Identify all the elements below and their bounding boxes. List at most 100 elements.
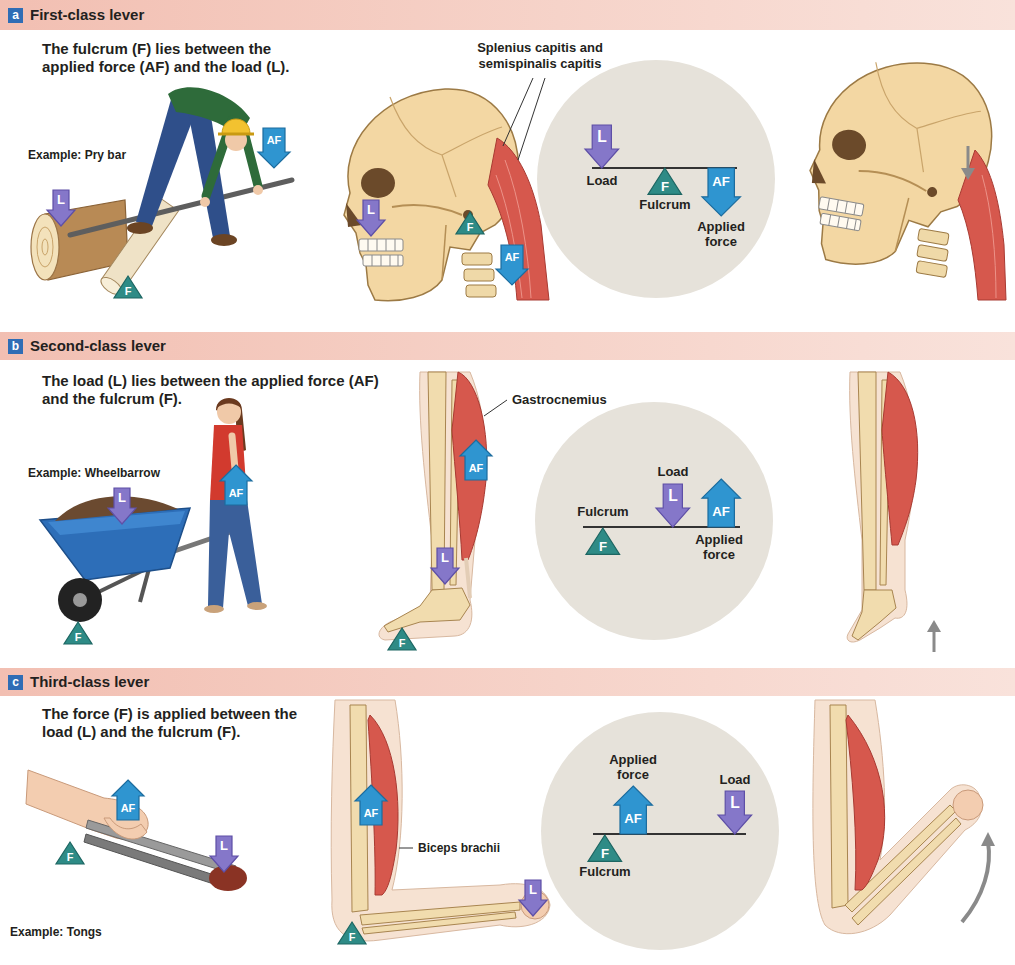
fulcrum-triangle-outline — [114, 276, 142, 298]
circle-label-slot: Fulcrum — [630, 197, 700, 212]
applied-force-arrow: AF — [355, 785, 387, 825]
circle-label-slot: Applied force — [691, 532, 747, 562]
fulcrum-triangle: F — [648, 168, 682, 194]
flexed-arm-part — [962, 842, 989, 922]
marker-letter: F — [586, 539, 620, 554]
applied-force-arrow: AF — [614, 786, 652, 834]
applied-force-arrow: AF — [220, 465, 252, 505]
section-letter: a — [8, 8, 23, 23]
tiptoe-leg-part — [882, 372, 918, 545]
pry-bar-scene-part — [127, 222, 153, 234]
load-arrow-outline — [656, 484, 690, 527]
marker-letter: L — [216, 836, 232, 856]
fulcrum-triangle: F — [56, 842, 84, 864]
label-slot: The load (L) lies between the applied fo… — [42, 372, 392, 408]
flexed-arm-part — [830, 705, 848, 908]
figure-label: Example: Tongs — [10, 925, 102, 940]
pry-bar-scene-part — [211, 234, 237, 246]
circle-shape — [535, 402, 773, 640]
load-arrow-outline — [357, 200, 385, 236]
label-slot: Example: Tongs — [10, 925, 102, 940]
figure-label: Biceps brachii — [418, 841, 500, 856]
circle-label-slot: Applied force — [693, 219, 749, 249]
section-header: Second-class leverb — [0, 332, 1015, 360]
circle-shape — [541, 712, 779, 950]
calf-lever-leg-part — [384, 588, 470, 632]
circle-label: Load — [645, 464, 701, 479]
load-arrow-outline — [47, 190, 75, 226]
tiptoe-leg-part — [858, 372, 876, 590]
figure-label: Example: Pry bar — [28, 148, 126, 163]
load-arrow: L — [718, 791, 752, 834]
lever-beam — [593, 833, 746, 835]
pry-bar-scene-part — [200, 197, 210, 207]
label-slot: Example: Wheelbarrow — [28, 466, 160, 481]
tiptoe-leg-part — [852, 590, 896, 640]
marker-letter: AF — [360, 801, 382, 825]
neck-extension-skull-part — [982, 175, 996, 298]
neck-lever-skull-part — [503, 78, 545, 160]
load-arrow-outline — [718, 791, 752, 834]
marker-letter: L — [53, 190, 69, 210]
marker-letter: L — [725, 791, 744, 815]
applied-force-arrow-outline — [614, 786, 652, 834]
applied-force-arrow-outline — [702, 168, 740, 216]
muscle-label: Splenius capitis and semispinalis capiti… — [465, 40, 615, 72]
circle-label-slot: Fulcrum — [570, 864, 640, 879]
section-title: Third-class lever — [0, 668, 1015, 696]
load-arrow: L — [108, 488, 136, 524]
pry-bar-scene-part — [253, 185, 263, 195]
lever-model-circle: LoadFulcrumApplied forceLFAF — [537, 60, 775, 298]
neck-extension-skull — [795, 46, 1006, 300]
fulcrum-triangle-outline — [338, 922, 366, 944]
load-arrow: L — [47, 190, 75, 226]
marker-letter: AF — [225, 481, 247, 505]
calf-lever-leg-part — [466, 558, 470, 598]
fulcrum-triangle-outline — [388, 628, 416, 650]
applied-force-arrow-outline — [355, 785, 387, 825]
wheelbarrow-scene-part — [73, 593, 87, 607]
neck-extension-skull-part — [967, 146, 970, 170]
wheelbarrow-scene — [40, 398, 267, 622]
tiptoe-leg — [847, 372, 941, 652]
fulcrum-triangle-outline — [56, 842, 84, 864]
neck-lever-skull — [344, 78, 549, 301]
marker-letter: L — [363, 200, 379, 220]
circle-label: Fulcrum — [630, 197, 700, 212]
figure-label: Example: Wheelbarrow — [28, 466, 160, 481]
circle-ground — [541, 712, 779, 950]
section-title: First-class lever — [0, 0, 1015, 30]
wheelbarrow-scene-part — [58, 578, 102, 622]
applied-force-arrow: AF — [258, 128, 290, 168]
marker-letter: AF — [708, 168, 734, 197]
tongs-scene-part — [84, 834, 230, 888]
tongs-scene — [26, 770, 247, 891]
pry-bar-scene-part — [70, 180, 292, 235]
fulcrum-triangle: F — [338, 922, 366, 944]
load-arrow: L — [519, 880, 547, 916]
marker-letter: AF — [708, 498, 734, 527]
marker-letter: F — [588, 846, 622, 861]
circle-label-slot: Load — [645, 464, 701, 479]
figure-label: Gastrocnemius — [512, 392, 607, 408]
section-letter-badge: c — [8, 675, 23, 690]
load-arrow-outline — [519, 880, 547, 916]
wheelbarrow-scene-part — [247, 602, 267, 610]
wheelbarrow-scene-part — [208, 500, 262, 608]
fulcrum-triangle: F — [388, 628, 416, 650]
marker-letter: AF — [465, 456, 487, 480]
applied-force-arrow-outline — [258, 128, 290, 168]
applied-force-arrow: AF — [496, 245, 528, 285]
marker-letter: AF — [263, 128, 285, 152]
section-letter: c — [8, 675, 23, 690]
section-header: Third-class leverc — [0, 668, 1015, 696]
wheelbarrow-scene-part — [217, 399, 241, 408]
fulcrum-triangle-outline — [456, 212, 484, 234]
fulcrum-triangle-outline — [64, 622, 92, 644]
fulcrum-triangle-outline — [586, 528, 620, 554]
tongs-scene-part — [209, 865, 247, 891]
load-arrow: L — [656, 484, 690, 527]
applied-force-arrow: AF — [702, 168, 740, 216]
